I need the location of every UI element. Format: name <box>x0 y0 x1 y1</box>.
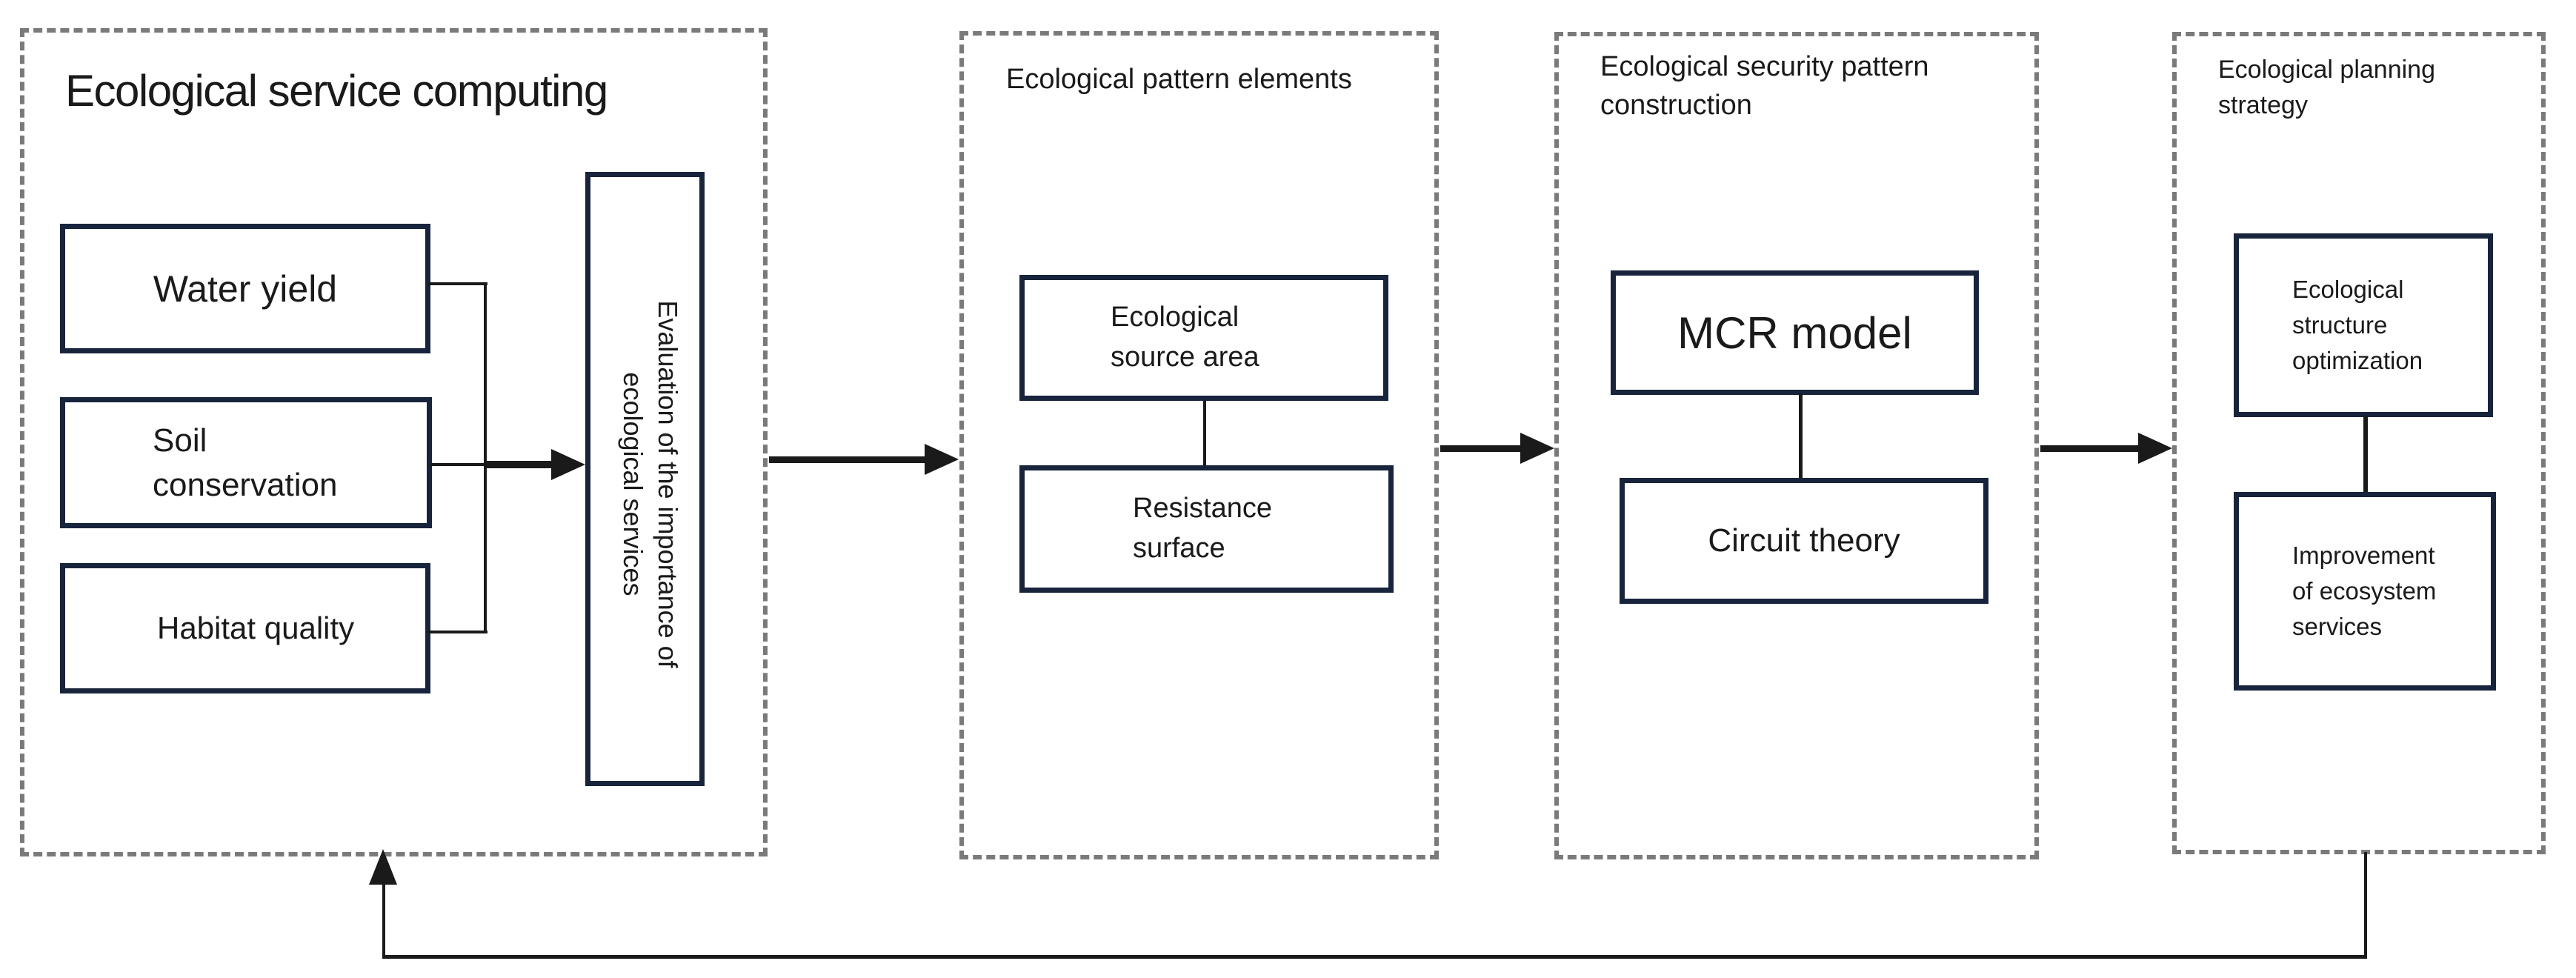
connector-soil-conservation-stub <box>430 463 489 466</box>
box-mcr-model: MCR model <box>1611 270 1979 395</box>
feedback-arrow-up-head <box>369 849 397 885</box>
box-improvement-ecosystem-services: Improvement of ecosystem services <box>2234 492 2496 691</box>
feedback-line-right-vertical <box>2364 852 2367 959</box>
box-label-water-yield: Water yield <box>153 267 338 310</box>
box-label-improvement-ecosystem-services: Improvement of ecosystem services <box>2292 542 2437 640</box>
arrow-to-evaluation-head <box>551 449 585 480</box>
arrow-pattern-to-security-head <box>1520 433 1554 464</box>
box-label-ecological-structure-optimization: Ecological structure optimization <box>2292 276 2423 374</box>
arrow-service-to-pattern-shaft <box>769 456 926 463</box>
arrow-security-to-planning-shaft <box>2040 445 2140 452</box>
connector-mcr-to-circuit <box>1799 393 1803 479</box>
connector-source-to-resistance <box>1203 401 1206 469</box>
box-soil-conservation: Soil conservation <box>60 397 432 528</box>
arrow-security-to-planning-head <box>2138 433 2172 464</box>
box-ecological-structure-optimization: Ecological structure optimization <box>2234 233 2493 417</box>
box-circuit-theory: Circuit theory <box>1620 478 1988 604</box>
connector-water-yield-stub <box>428 282 487 285</box>
box-label-evaluation-importance: Evaluation of the importance of ecologic… <box>618 300 684 668</box>
box-label-ecological-source-area: Ecological source area <box>1111 302 1259 373</box>
group-ecological-security-pattern <box>1554 32 2039 859</box>
box-ecological-source-area: Ecological source area <box>1019 275 1388 401</box>
box-label-habitat-quality: Habitat quality <box>157 611 355 645</box>
arrow-service-to-pattern-head <box>925 444 959 475</box>
group-title-ecological-service-computing: Ecological service computing <box>65 66 608 116</box>
connector-habitat-quality-stub <box>428 631 487 633</box>
box-water-yield: Water yield <box>60 224 430 353</box>
box-evaluation-importance: Evaluation of the importance of ecologic… <box>585 172 705 786</box>
connector-junction-line <box>484 282 487 633</box>
group-ecological-pattern-elements <box>959 31 1439 859</box>
arrow-pattern-to-security-shaft <box>1440 445 1522 452</box>
connector-structure-to-improvement <box>2363 416 2368 493</box>
box-label-resistance-surface: Resistance surface <box>1133 493 1272 564</box>
box-label-mcr-model: MCR model <box>1677 307 1912 358</box>
arrow-to-evaluation-shaft <box>484 461 554 468</box>
box-label-soil-conservation: Soil conservation <box>153 422 338 503</box>
group-ecological-planning-strategy <box>2172 32 2546 854</box>
feedback-line-bottom-horizontal <box>382 955 2367 959</box>
box-label-circuit-theory: Circuit theory <box>1708 522 1900 559</box>
feedback-line-left-vertical <box>382 883 385 957</box>
box-habitat-quality: Habitat quality <box>60 563 430 693</box>
group-title-ecological-security-pattern: Ecological security pattern construction <box>1600 51 1929 122</box>
box-resistance-surface: Resistance surface <box>1019 465 1394 593</box>
group-title-ecological-pattern-elements: Ecological pattern elements <box>1006 64 1352 95</box>
group-title-ecological-planning-strategy: Ecological planning strategy <box>2218 56 2435 120</box>
